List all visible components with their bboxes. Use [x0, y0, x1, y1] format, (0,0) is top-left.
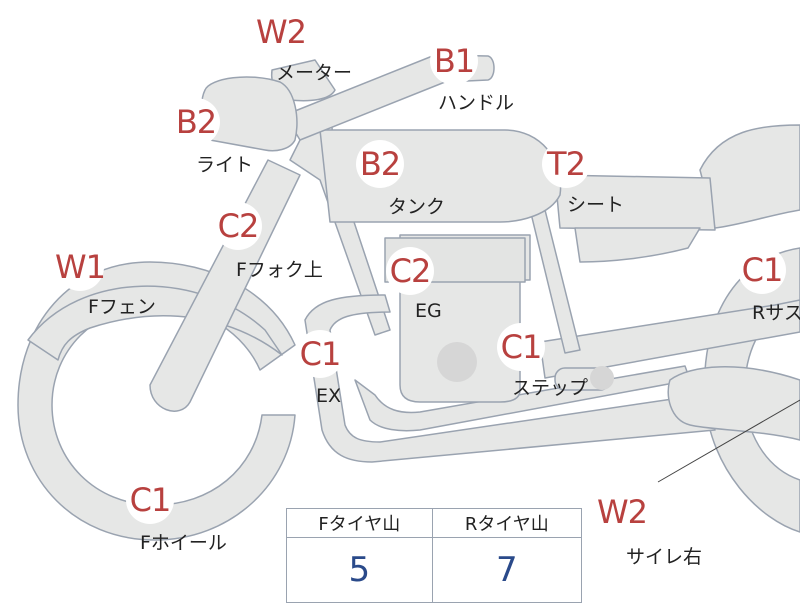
light-rank-badge: B2 [172, 98, 220, 146]
front-tire-header: Fタイヤ山 [286, 508, 433, 538]
light-label: ライト [196, 154, 254, 176]
rear-suspension-label: Rサス [752, 302, 800, 324]
exhaust-rank-badge: C1 [296, 330, 344, 378]
engine-cover-circle [437, 342, 477, 382]
exhaust-label: EX [316, 385, 342, 407]
front-wheel-rank-badge: C1 [126, 476, 174, 524]
tank-label: タンク [388, 196, 446, 218]
handle-label: ハンドル [438, 92, 515, 114]
silencer-right-rank-badge: W2 [597, 488, 648, 536]
meter-rank-badge: W2 [256, 8, 307, 56]
front-fender-label: Fフェン [88, 296, 156, 318]
seat-shape [554, 174, 716, 231]
silencer-leader-line [657, 399, 800, 483]
front-wheel-label: Fホイール [140, 532, 227, 554]
handle-rank-badge: B1 [430, 37, 478, 85]
silencer-shape [667, 366, 800, 441]
front-fork-upper-label: Fフォク上 [236, 259, 323, 281]
engine-label: EG [415, 300, 442, 322]
side-cover-shape [574, 227, 701, 263]
rear-tire-value: 7 [431, 537, 583, 603]
seat-rank-badge: T2 [542, 140, 590, 188]
tank-rank-badge: B2 [356, 140, 404, 188]
step-rank-badge: C1 [497, 323, 545, 371]
step-label: ステップ [512, 377, 589, 399]
meter-label: メーター [276, 62, 353, 84]
tire-tread-table: Fタイヤ山 Rタイヤ山 5 7 [286, 508, 583, 603]
rear-suspension-shape [539, 299, 800, 379]
front-tire-value: 5 [286, 537, 433, 603]
exhaust-shape [304, 294, 716, 463]
silencer-right-label: サイレ右 [626, 546, 703, 568]
front-fork-upper-rank-badge: C2 [214, 202, 262, 250]
rear-tire-header: Rタイヤ山 [431, 508, 583, 538]
rear-fender-shape [699, 124, 800, 229]
front-fork-shape [149, 159, 301, 412]
engine-rank-badge: C2 [386, 247, 434, 295]
front-fender-rank-badge: W1 [55, 243, 106, 291]
step-peg-circle [590, 366, 614, 390]
seat-label: シート [567, 194, 625, 216]
rear-suspension-rank-badge: C1 [738, 246, 786, 294]
